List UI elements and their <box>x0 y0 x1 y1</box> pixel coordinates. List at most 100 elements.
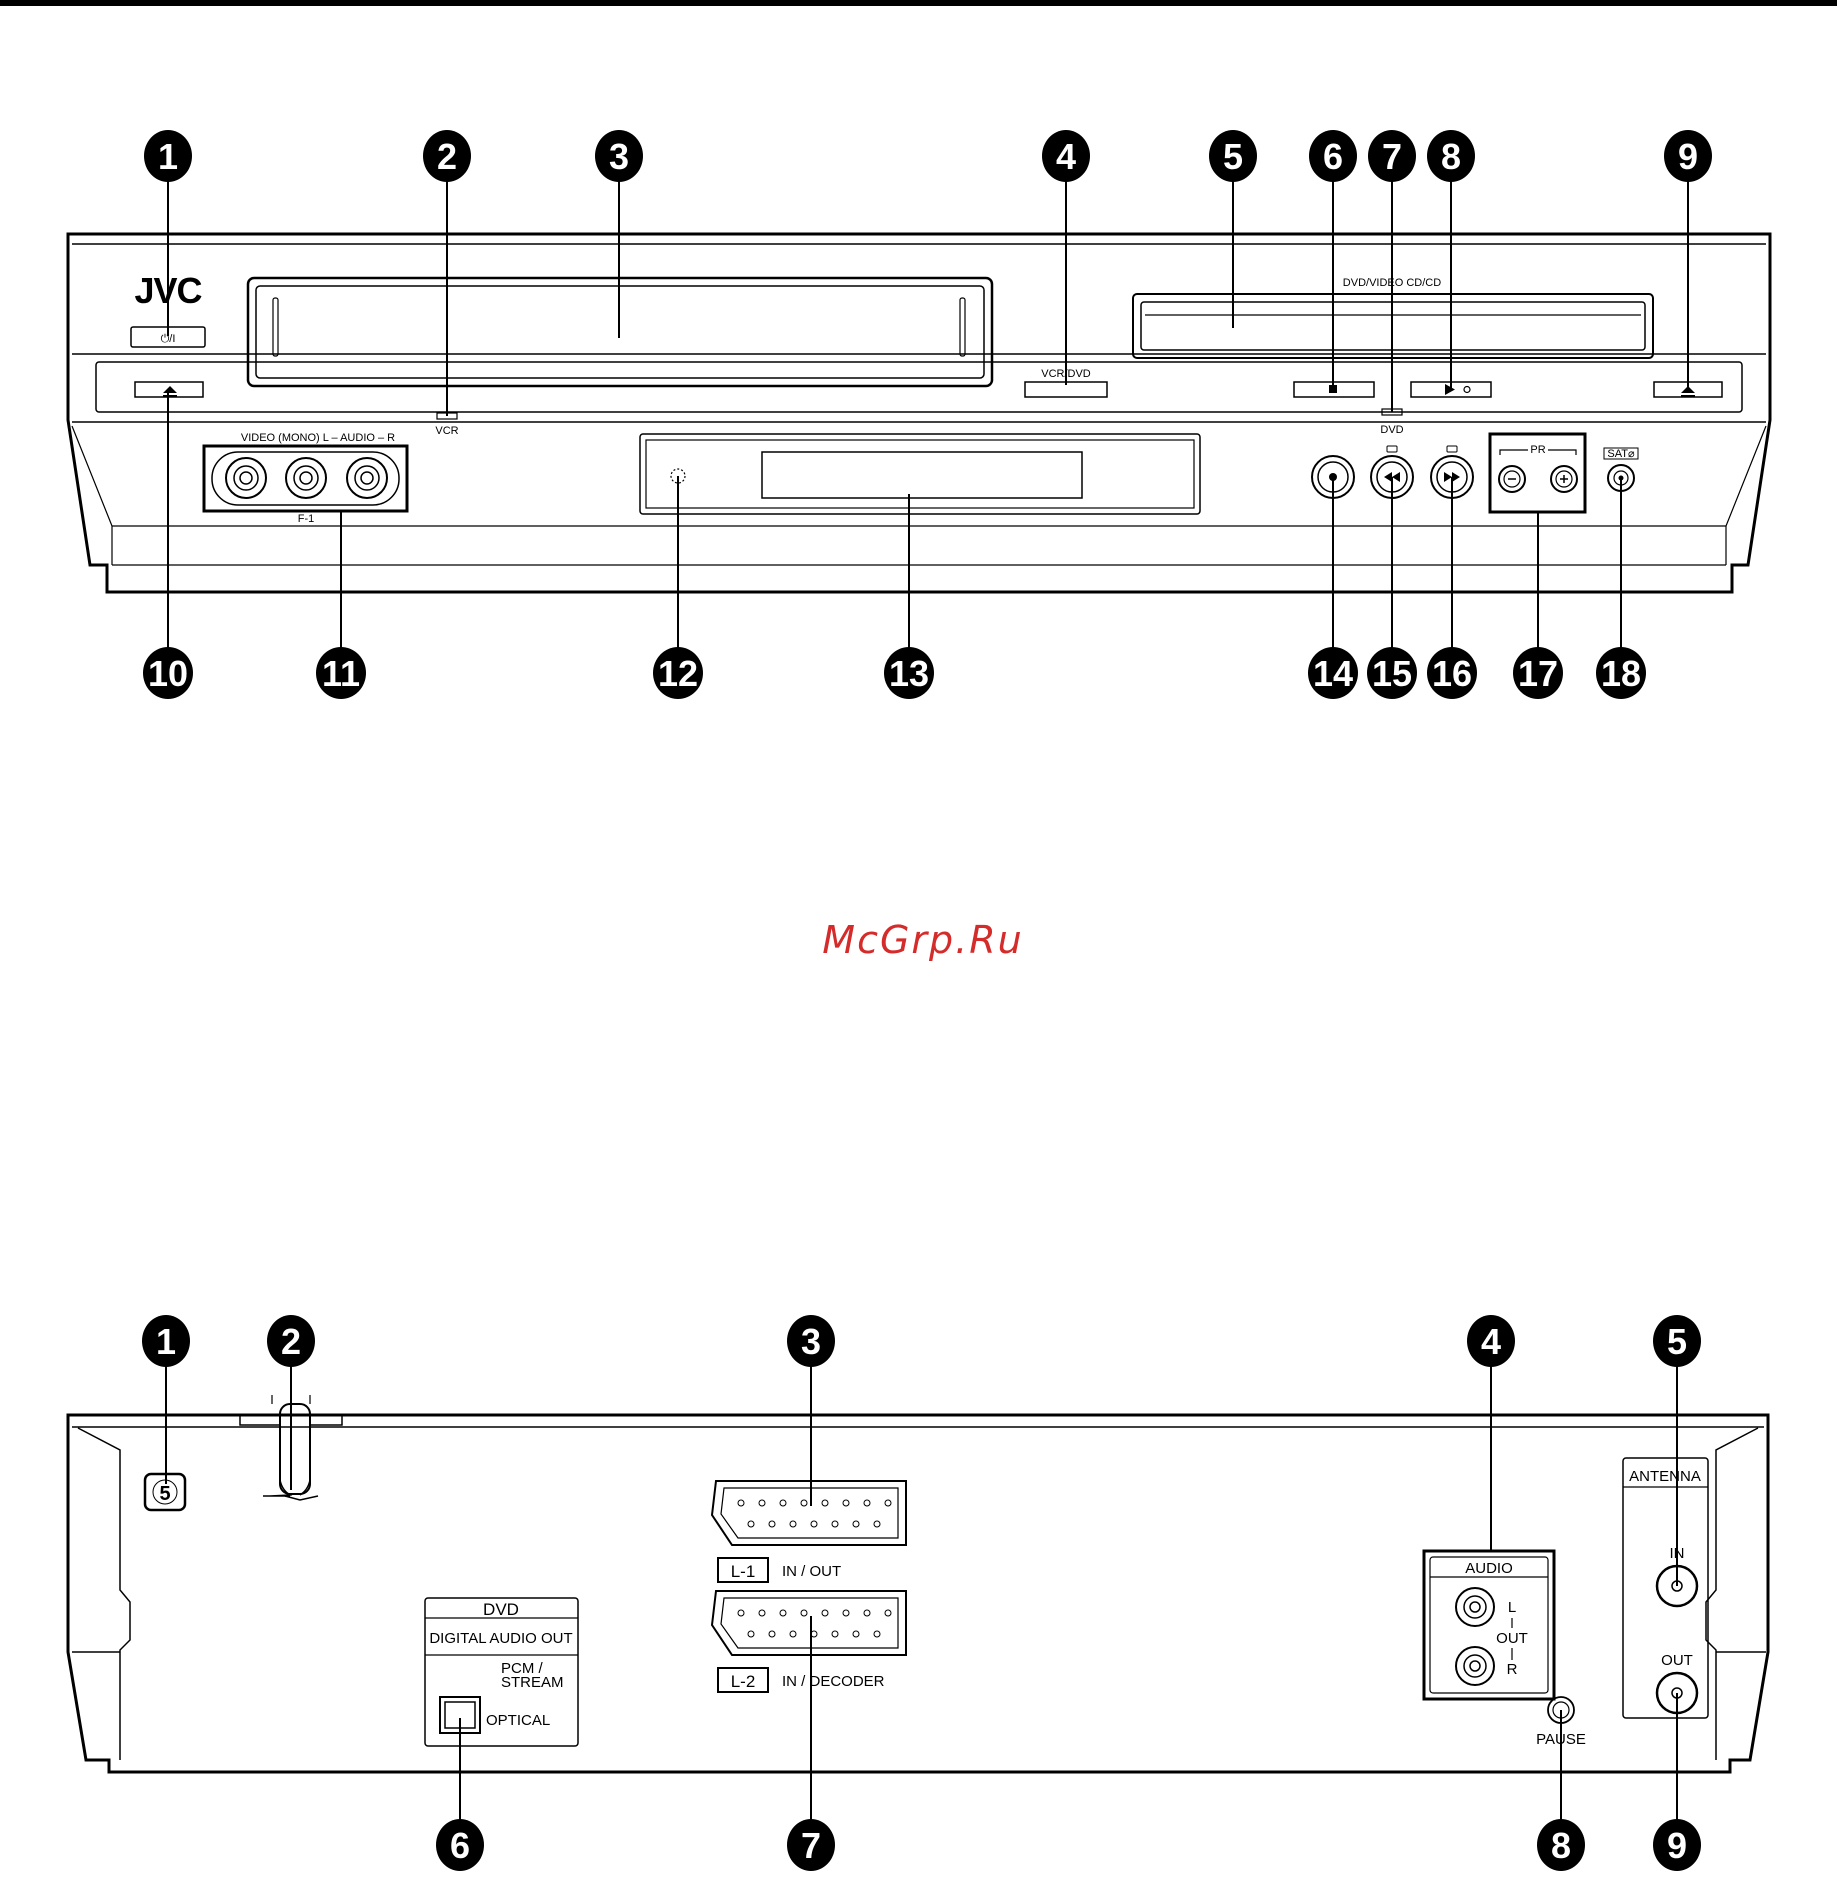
dvd-title: DVD <box>483 1600 519 1619</box>
callout-3: 3 <box>595 130 643 182</box>
region-code: 5 <box>159 1483 170 1505</box>
scart-l1-connector[interactable] <box>712 1481 906 1545</box>
svg-text:3: 3 <box>609 136 629 177</box>
scart-l1-pins <box>738 1500 891 1527</box>
rear-callout-2: 2 <box>267 1315 315 1367</box>
svg-text:6: 6 <box>1323 136 1343 177</box>
audio-title: AUDIO <box>1465 1560 1513 1577</box>
svg-text:7: 7 <box>801 1825 821 1866</box>
sat-label: SAT⌀ <box>1607 448 1635 460</box>
svg-text:1: 1 <box>158 136 178 177</box>
rear-callout-5: 5 <box>1653 1315 1701 1367</box>
svg-text:8: 8 <box>1441 136 1461 177</box>
svg-text:3: 3 <box>801 1321 821 1362</box>
rear-callout-7: 7 <box>787 1819 835 1871</box>
scart-l1-name: L-1 <box>731 1562 756 1581</box>
svg-text:15: 15 <box>1372 653 1412 694</box>
svg-text:14: 14 <box>1313 653 1353 694</box>
callout-14: 14 <box>1308 647 1358 699</box>
scart-l2-name: L-2 <box>731 1672 756 1691</box>
display-panel <box>762 452 1082 498</box>
rear-body-outline <box>68 1415 1768 1772</box>
scart-l2-function: IN / DECODER <box>782 1673 885 1690</box>
rear-leader-lines <box>166 1364 1677 1820</box>
optical-label: OPTICAL <box>486 1712 550 1729</box>
front-leader-lines <box>168 176 1688 650</box>
svg-text:7: 7 <box>1382 136 1402 177</box>
callout-11: 11 <box>316 647 366 699</box>
rear-callout-8: 8 <box>1537 1819 1585 1871</box>
vcr-eject-icon <box>163 386 177 397</box>
front-input-name: F-1 <box>298 513 315 525</box>
audio-out-l-jack[interactable] <box>1456 1588 1494 1626</box>
top-rule <box>0 0 1837 6</box>
antenna-out-label: OUT <box>1661 1652 1693 1669</box>
rear-panel: 5 L-1 IN / OUT L-2 <box>68 1315 1768 1871</box>
svg-text:2: 2 <box>281 1321 301 1362</box>
vcr-indicator-label: VCR <box>435 425 458 437</box>
scart-l1-function: IN / OUT <box>782 1563 841 1580</box>
display-window-frame <box>640 434 1200 514</box>
pr-plus-button[interactable] <box>1551 466 1577 492</box>
audio-out-label: OUT <box>1496 1630 1528 1647</box>
rear-callout-6: 6 <box>436 1819 484 1871</box>
front-panel: JVC ⏻/I VCR VCR/DVD DVD/VIDEO CD/CD DVD <box>68 130 1770 699</box>
rear-callout-9: 9 <box>1653 1819 1701 1871</box>
callout-6: 6 <box>1309 130 1357 182</box>
svg-text:6: 6 <box>450 1825 470 1866</box>
digital-audio-out-label: DIGITAL AUDIO OUT <box>429 1630 572 1647</box>
watermark: McGrp.Ru <box>822 918 1023 962</box>
svg-text:10: 10 <box>148 653 188 694</box>
callout-12: 12 <box>653 647 703 699</box>
callout-7: 7 <box>1368 130 1416 182</box>
front-inputs-label: VIDEO (MONO) L – AUDIO – R <box>241 432 395 444</box>
audio-l-label: L <box>1508 1599 1516 1616</box>
audio-out-r-jack[interactable] <box>1456 1647 1494 1685</box>
pcm-stream-label-2: STREAM <box>501 1674 564 1691</box>
scart-l2-pins <box>738 1610 891 1637</box>
antenna-panel <box>1623 1458 1708 1718</box>
svg-text:9: 9 <box>1667 1825 1687 1866</box>
svg-text:17: 17 <box>1518 653 1558 694</box>
svg-text:9: 9 <box>1678 136 1698 177</box>
svg-text:13: 13 <box>889 653 929 694</box>
svg-text:12: 12 <box>658 653 698 694</box>
rear-callout-3: 3 <box>787 1315 835 1367</box>
svg-text:2: 2 <box>437 136 457 177</box>
callout-16: 16 <box>1427 647 1477 699</box>
svg-text:4: 4 <box>1481 1321 1501 1362</box>
callout-17: 17 <box>1513 647 1563 699</box>
rear-callout-1: 1 <box>142 1315 190 1367</box>
skip-back-icon <box>1387 446 1397 452</box>
callout-4: 4 <box>1042 130 1090 182</box>
callout-13: 13 <box>884 647 934 699</box>
svg-text:8: 8 <box>1551 1825 1571 1866</box>
callout-8: 8 <box>1427 130 1475 182</box>
rear-callout-4: 4 <box>1467 1315 1515 1367</box>
pr-label: PR <box>1530 444 1545 456</box>
svg-text:1: 1 <box>156 1321 176 1362</box>
audio-r-label: R <box>1507 1661 1518 1678</box>
svg-text:5: 5 <box>1223 136 1243 177</box>
callout-5: 5 <box>1209 130 1257 182</box>
skip-forward-icon <box>1447 446 1457 452</box>
callout-15: 15 <box>1367 647 1417 699</box>
front-audio-l-jack[interactable] <box>286 458 326 498</box>
svg-text:16: 16 <box>1432 653 1472 694</box>
callout-2: 2 <box>423 130 471 182</box>
front-video-jack[interactable] <box>226 458 266 498</box>
svg-text:4: 4 <box>1056 136 1076 177</box>
callout-18: 18 <box>1596 647 1646 699</box>
svg-text:18: 18 <box>1601 653 1641 694</box>
front-body-outline <box>68 234 1770 592</box>
scart-l2-connector[interactable] <box>712 1591 906 1655</box>
callout-1: 1 <box>144 130 192 182</box>
callout-9: 9 <box>1664 130 1712 182</box>
antenna-label: ANTENNA <box>1629 1468 1701 1485</box>
pr-minus-button[interactable] <box>1499 466 1525 492</box>
svg-text:11: 11 <box>322 653 360 694</box>
front-audio-r-jack[interactable] <box>347 458 387 498</box>
callout-10: 10 <box>143 647 193 699</box>
svg-text:5: 5 <box>1667 1321 1687 1362</box>
